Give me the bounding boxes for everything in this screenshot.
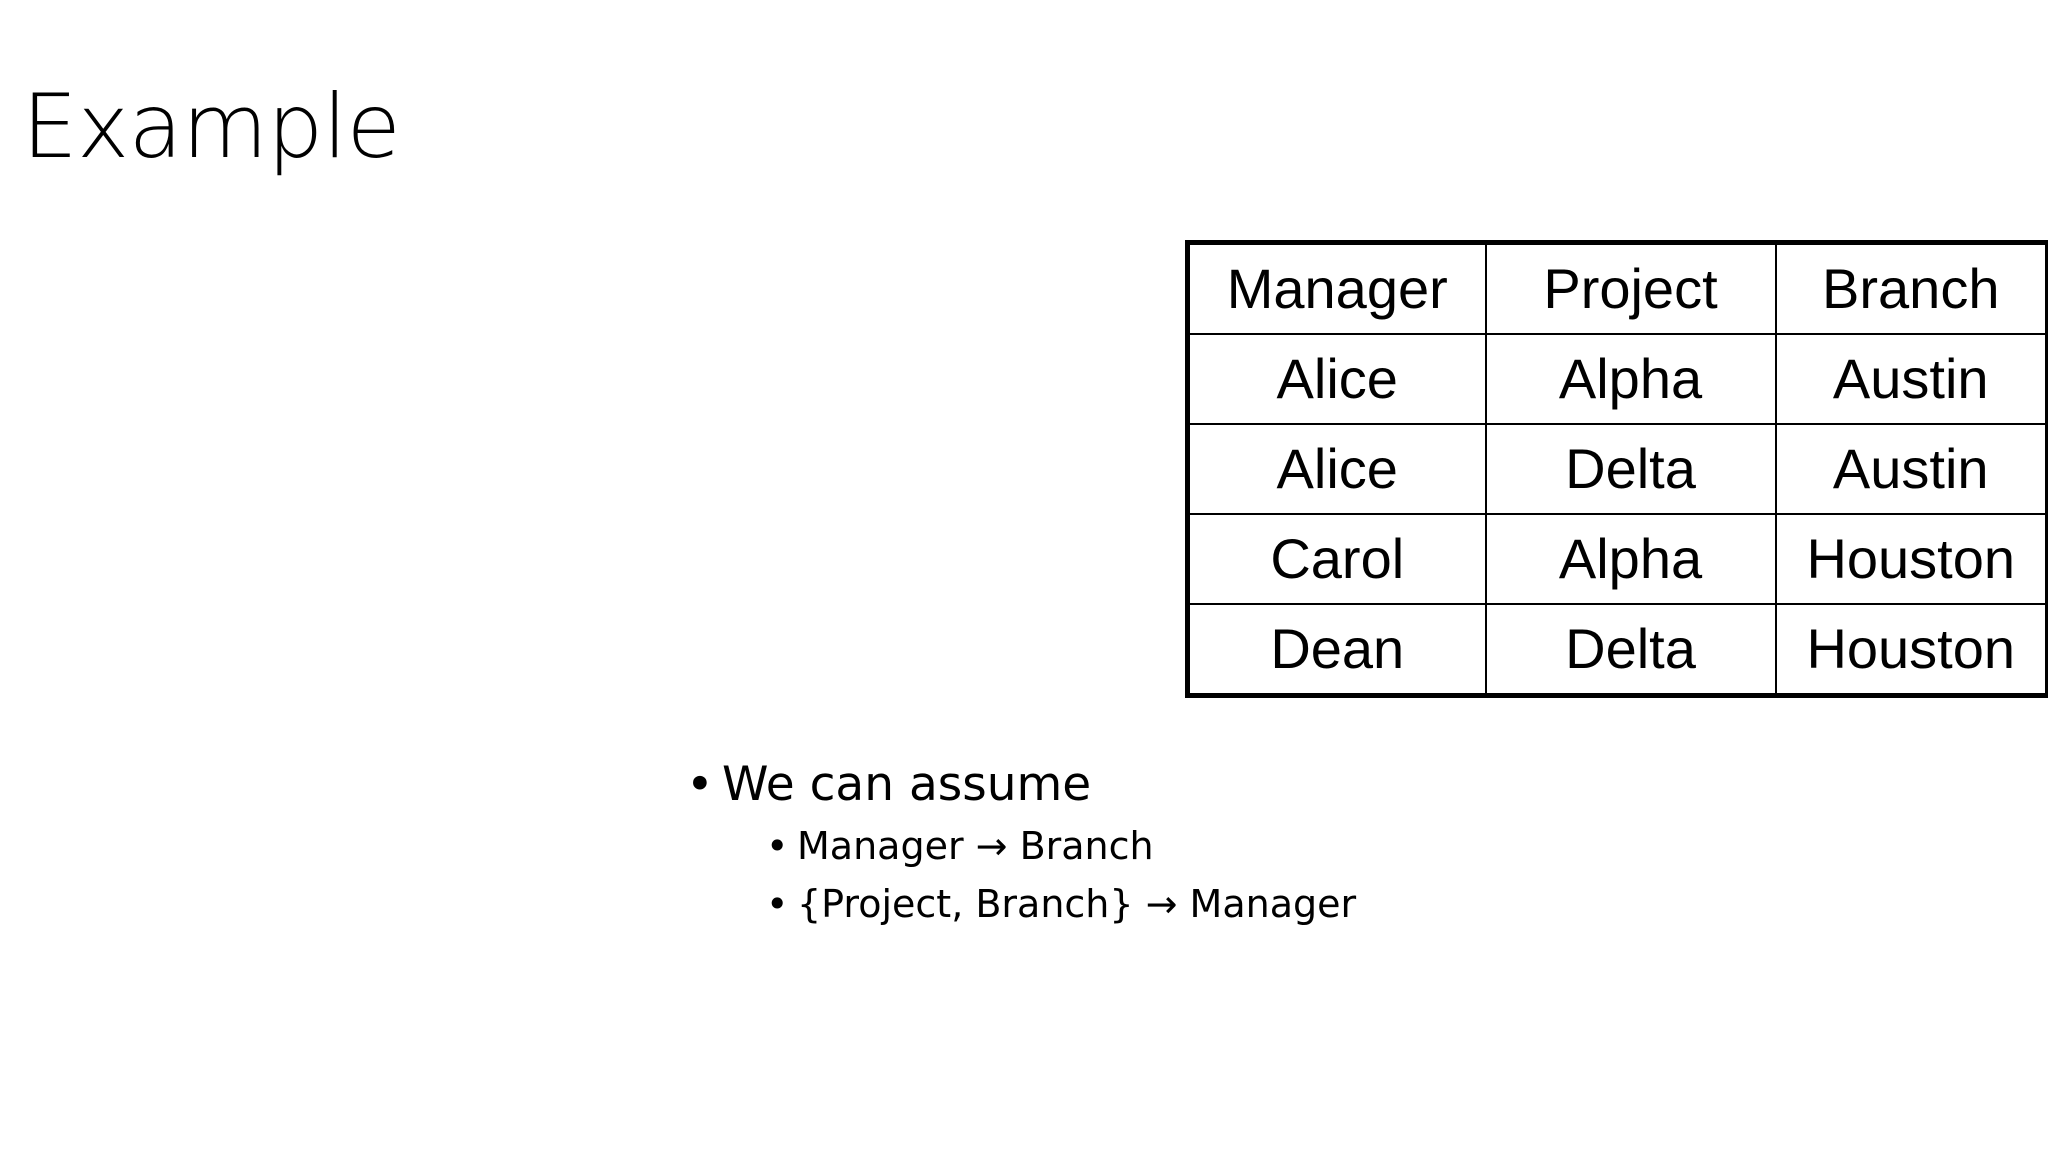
- example-table: Manager Project Branch Alice Alpha Austi…: [1185, 240, 2048, 698]
- cell-project: Delta: [1484, 423, 1777, 515]
- page-title: Example: [22, 75, 401, 178]
- cell-branch: Houston: [1774, 603, 2048, 697]
- table-row: Alice Alpha Austin: [1186, 333, 2048, 425]
- cell-branch: Austin: [1774, 333, 2048, 425]
- bullet-dot-icon: •: [766, 881, 789, 926]
- list-item-level1-label: We can assume: [722, 757, 1092, 812]
- list-item-level1: •We can assume: [684, 756, 1784, 813]
- table-header-row: Manager Project Branch: [1186, 241, 2048, 335]
- cell-branch: Houston: [1774, 513, 2048, 605]
- cell-branch: Austin: [1774, 423, 2048, 515]
- cell-manager: Dean: [1186, 603, 1487, 697]
- column-header-project: Project: [1484, 241, 1777, 335]
- bullet-dot-icon: •: [766, 824, 789, 869]
- list-item-level2-label: Manager → Branch: [797, 824, 1154, 869]
- list-item-level2: •Manager → Branch: [764, 823, 1784, 871]
- example-table-container: Manager Project Branch Alice Alpha Austi…: [1185, 240, 2048, 698]
- cell-manager: Alice: [1186, 333, 1487, 425]
- cell-manager: Alice: [1186, 423, 1487, 515]
- cell-project: Delta: [1484, 603, 1777, 697]
- table-row: Dean Delta Houston: [1186, 603, 2048, 697]
- cell-project: Alpha: [1484, 513, 1777, 605]
- cell-project: Alpha: [1484, 333, 1777, 425]
- list-item-level2: •{Project, Branch} → Manager: [764, 881, 1784, 929]
- list-item-level2-label: {Project, Branch} → Manager: [797, 881, 1357, 926]
- table-row: Carol Alpha Houston: [1186, 513, 2048, 605]
- column-header-manager: Manager: [1186, 241, 1487, 335]
- column-header-branch: Branch: [1774, 241, 2048, 335]
- bullet-list: •We can assume •Manager → Branch •{Proje…: [684, 756, 1784, 928]
- table-row: Alice Delta Austin: [1186, 423, 2048, 515]
- bullet-dot-icon: •: [686, 757, 714, 812]
- cell-manager: Carol: [1186, 513, 1487, 605]
